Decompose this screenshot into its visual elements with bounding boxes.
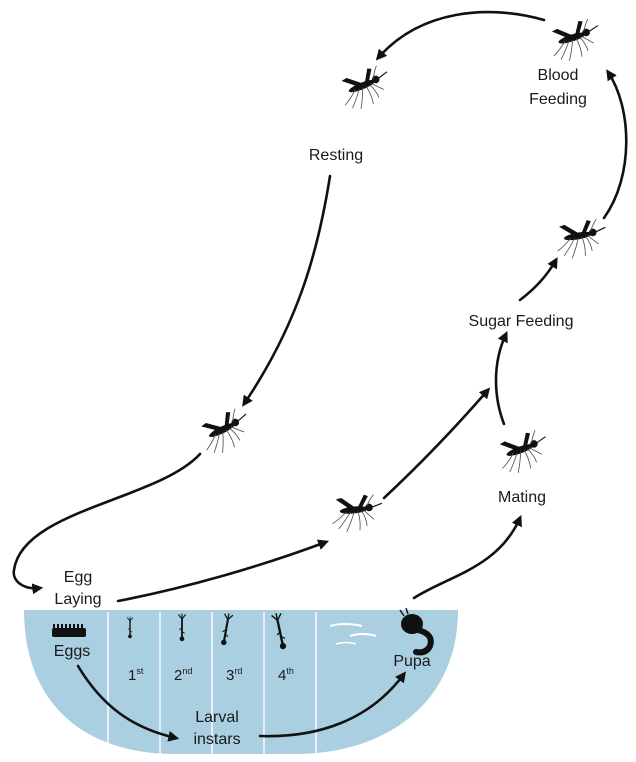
arrow-flying-to-sugar-feeding — [382, 387, 491, 500]
egg-laying-label-line2: Laying — [54, 591, 101, 608]
instar-label-4: 4th — [278, 666, 294, 684]
mosquito-icon — [334, 61, 397, 115]
instar-label-1: 1st — [128, 666, 144, 684]
eggs-label: Eggs — [54, 643, 90, 660]
mosquito-icon — [493, 426, 555, 479]
arrow-sugar-to-mosquito — [518, 257, 558, 302]
arrow-blood-to-resting — [375, 10, 546, 61]
instar-label-3: 3rd — [226, 666, 242, 684]
pupa-icon — [399, 607, 434, 656]
arrow-resting-to-egg-laying-mosquito — [242, 174, 332, 407]
arrow-to-egg-laying — [12, 452, 202, 595]
mating-label: Mating — [498, 489, 546, 506]
mosquito-icon — [194, 404, 258, 460]
blood-feeding-label-line2: Feeding — [529, 91, 587, 108]
mosquito-icon — [552, 216, 611, 262]
arrow-pupa-to-mating — [412, 515, 522, 600]
arrow-larvae-to-pupa — [258, 671, 406, 738]
water-ripple — [349, 633, 377, 637]
water-ripple — [329, 623, 363, 627]
arrow-mating-to-sugar-feeding — [494, 331, 508, 426]
instar-label-2: 2nd — [174, 666, 192, 684]
mosquito-icon — [545, 15, 607, 66]
egg-raft-icon — [52, 624, 86, 637]
resting-label: Resting — [309, 147, 363, 164]
sugar-feeding-label: Sugar Feeding — [469, 313, 574, 330]
larval-label-line2: instars — [193, 731, 240, 748]
egg-laying-label-line1: Egg — [64, 569, 92, 586]
blood-feeding-label-line1: Blood — [538, 67, 579, 84]
arrow-egg-laying-to-flying — [116, 539, 330, 603]
arrow-eggs-to-larvae — [76, 664, 180, 742]
water-ripple — [335, 641, 357, 645]
arrow-mosquito-to-blood-feeding — [602, 69, 628, 220]
mosquito-icon — [329, 492, 386, 534]
pupa-label: Pupa — [393, 653, 430, 670]
larval-label-line1: Larval — [195, 709, 239, 726]
